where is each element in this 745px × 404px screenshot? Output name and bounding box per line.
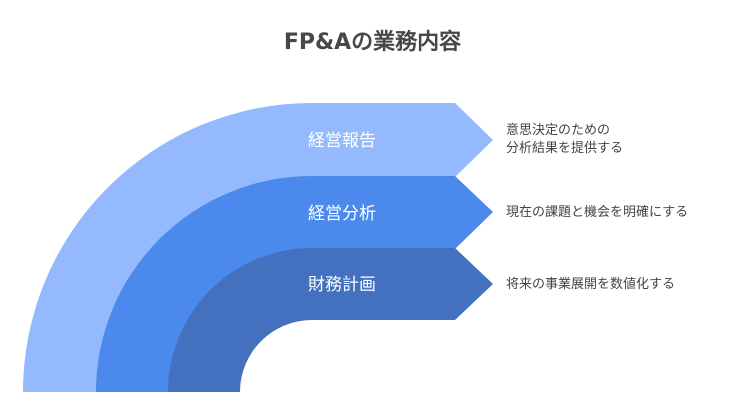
description-line: 分析結果を提供する	[506, 141, 624, 156]
layer-description-analysis: 現在の課題と機会を明確にする	[506, 204, 688, 222]
description-line: 現在の課題と機会を明確にする	[506, 205, 689, 220]
layer-label-analysis: 経営分析	[308, 204, 376, 224]
diagram-title: FP&Aの業務内容	[283, 30, 462, 55]
layer-label-reporting: 経営報告	[308, 131, 376, 151]
layer-description-planning: 将来の事業展開を数値化する	[506, 276, 675, 294]
layer-band-reporting	[23, 103, 493, 392]
layer-band-analysis	[96, 176, 493, 392]
layer-description-reporting: 意思決定のための 分析結果を提供する	[506, 122, 623, 158]
layer-label-planning: 財務計画	[308, 275, 376, 295]
description-line: 意思決定のための	[506, 123, 611, 138]
layer-band-planning	[168, 248, 493, 392]
description-line: 将来の事業展開を数値化する	[506, 277, 676, 292]
